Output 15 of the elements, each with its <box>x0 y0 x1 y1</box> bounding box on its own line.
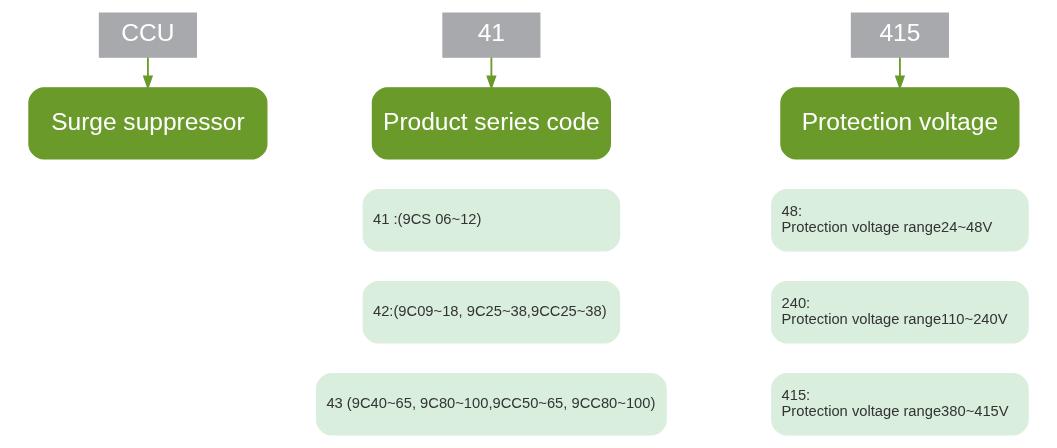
node-box: Surge suppressor <box>28 87 268 160</box>
node-box: 240: Protection voltage range110~240V <box>771 281 1029 344</box>
arrow <box>486 56 497 91</box>
arrow <box>142 56 154 91</box>
node-box: 43 (9C40~65, 9C80~100,9CC50~65, 9CC80~100) <box>315 373 667 436</box>
node-box: 41 <box>442 12 541 58</box>
node-box: 415: Protection voltage range380~415V <box>771 373 1029 436</box>
node-box: 415 <box>850 12 949 58</box>
node-box: 42:(9C09~18, 9C25~38,9CC25~38) <box>362 281 621 344</box>
node-box: Product series code <box>371 87 611 160</box>
node-box: CCU <box>98 12 197 58</box>
arrow <box>894 56 906 91</box>
node-box: 48: Protection voltage range24~48V <box>771 189 1029 252</box>
node-box: 41 :(9CS 06~12) <box>362 189 621 252</box>
node-box: Protection voltage <box>780 87 1020 160</box>
